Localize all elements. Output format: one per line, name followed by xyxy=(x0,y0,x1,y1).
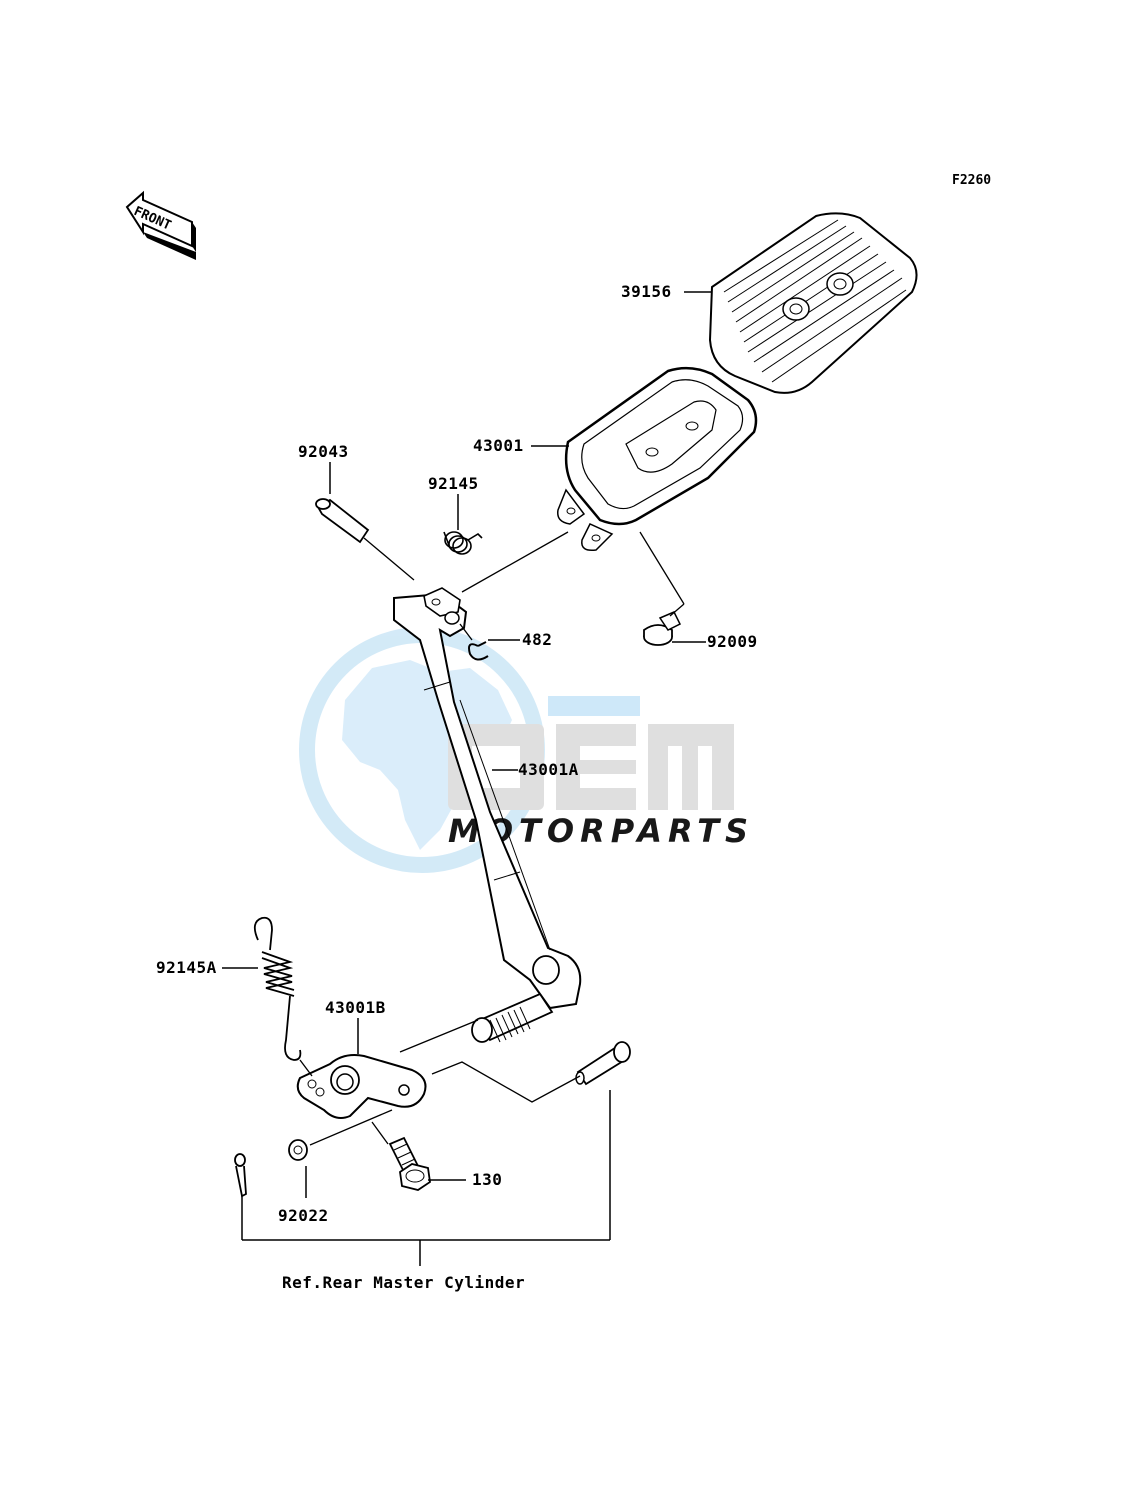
label-130: 130 xyxy=(472,1170,502,1189)
reference-note: Ref.Rear Master Cylinder xyxy=(282,1273,525,1292)
label-92145: 92145 xyxy=(428,474,479,493)
bolt-130 xyxy=(388,1136,431,1191)
pin-92043 xyxy=(315,498,370,544)
label-43001: 43001 xyxy=(473,436,524,455)
clevis-pin xyxy=(575,1041,631,1086)
watermark-letter-m xyxy=(648,724,734,810)
label-92009: 92009 xyxy=(707,632,758,651)
bolt-92009 xyxy=(643,611,682,646)
label-482: 482 xyxy=(522,630,552,649)
label-92022: 92022 xyxy=(278,1206,329,1225)
diagram-code: F2260 xyxy=(952,173,991,188)
cotter-pin xyxy=(234,1153,247,1198)
spring-92145A xyxy=(253,916,302,1061)
watermark-continents xyxy=(342,660,512,850)
arm-shaft xyxy=(471,955,560,1043)
pedal-body-43001 xyxy=(557,366,758,552)
watermark: MOTORPARTS xyxy=(299,627,748,873)
label-43001B: 43001B xyxy=(325,998,386,1017)
circlip-482 xyxy=(468,641,489,661)
lever-43001B xyxy=(296,1054,427,1119)
washer-92022 xyxy=(288,1139,308,1161)
label-43001A: 43001A xyxy=(518,760,579,779)
reference-bracket xyxy=(241,1090,611,1266)
watermark-letter-e xyxy=(556,724,636,810)
label-92043: 92043 xyxy=(298,442,349,461)
front-arrow-icon: FRONT xyxy=(125,190,196,260)
label-92145A: 92145A xyxy=(156,958,217,977)
spring-92145 xyxy=(443,531,483,555)
pedal-pad-39156 xyxy=(708,212,918,394)
assembly-lines xyxy=(299,531,685,1146)
pedal-arm-43001A xyxy=(393,587,582,1010)
label-39156: 39156 xyxy=(621,282,672,301)
